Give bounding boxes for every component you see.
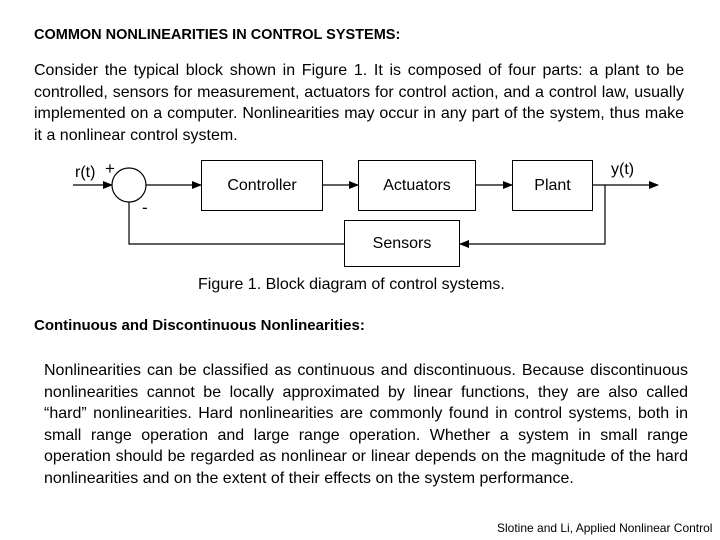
sensors-block: Sensors [344, 220, 460, 267]
section-heading-common-nonlinearities: COMMON NONLINEARITIES IN CONTROL SYSTEMS… [34, 27, 401, 43]
feedback-to-sum-line [128, 202, 344, 245]
summing-junction [111, 167, 147, 203]
footer-citation: Slotine and Li, Applied Nonlinear Contro… [497, 521, 713, 535]
nonlinearities-paragraph: Nonlinearities can be classified as cont… [44, 362, 688, 487]
minus-sign: - [142, 198, 148, 217]
feedback-to-sensors-arrow [459, 185, 606, 248]
controller-block: Controller [201, 160, 323, 211]
section-heading-continuous-discontinuous: Continuous and Discontinuous Nonlinearit… [34, 317, 365, 334]
plus-sign: + [105, 159, 115, 178]
plant-block: Plant [512, 160, 593, 211]
input-label: r(t) [75, 164, 96, 181]
intro-paragraph: Consider the typical block shown in Figu… [34, 62, 684, 144]
output-label: y(t) [611, 161, 635, 178]
actuators-block: Actuators [358, 160, 476, 211]
figure-caption: Figure 1. Block diagram of control syste… [198, 276, 505, 293]
